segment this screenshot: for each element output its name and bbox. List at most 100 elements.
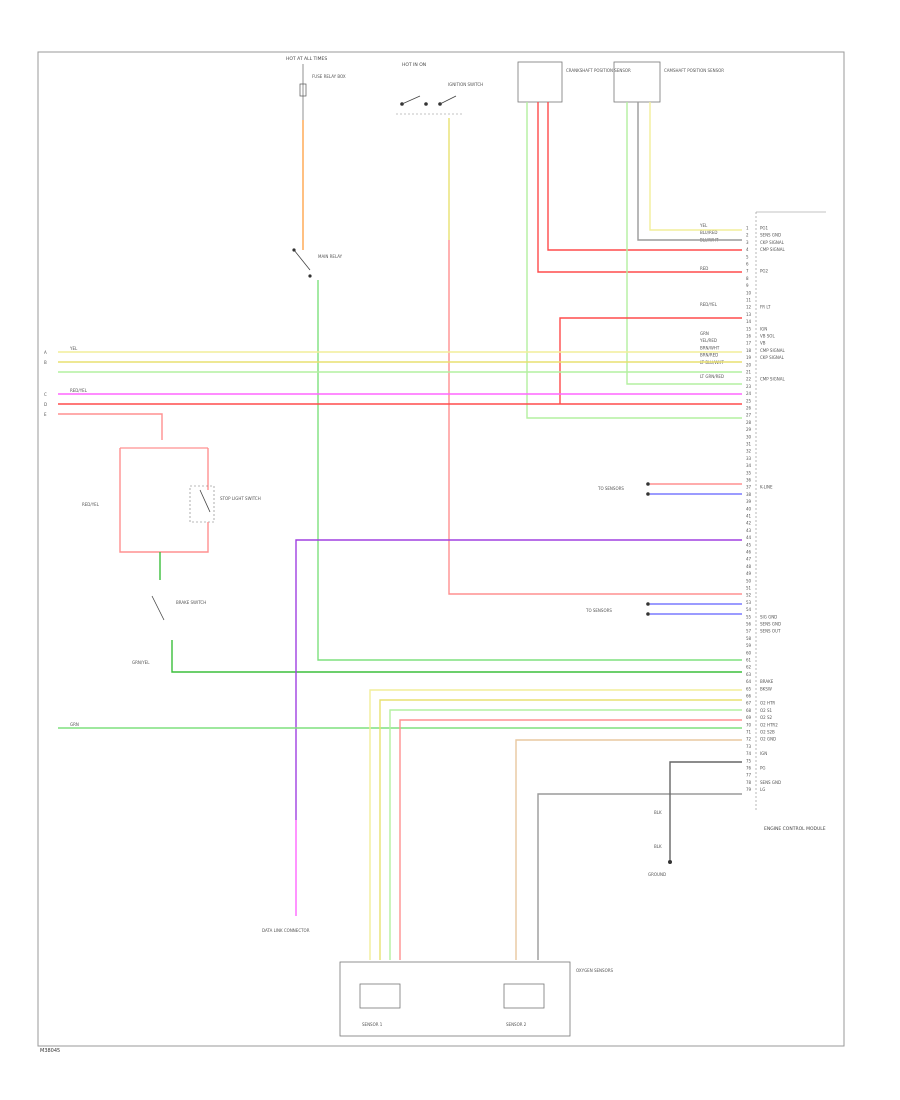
ecm-pin-name: O2 HTR (760, 701, 775, 706)
ecm-pin-number: 49 (746, 571, 752, 576)
ecm-pin-number: 56 (746, 622, 752, 627)
ecm-pin-number: 4 (746, 247, 749, 252)
ecm-pin-number: 76 (746, 766, 752, 771)
crankshaft-position-sensor: CRANKSHAFT POSITION SENSOR (517, 61, 631, 103)
ecm-pin-name: LG (760, 787, 765, 792)
wire-left-pink (58, 413, 163, 440)
ecm-pin-number: 9 (746, 283, 749, 288)
ecm-pin-name: VB (760, 341, 766, 346)
stop-light-switch-circuit: STOP LIGHT SWITCH RED/YEL (82, 447, 261, 553)
ecm-pin-number: 45 (746, 542, 752, 547)
camshaft-position-sensor: CAMSHAFT POSITION SENSOR (613, 61, 724, 103)
ecm-pin-name: O2 HTR2 (760, 722, 778, 727)
ignition-switch-label: IGNITION SWITCH (448, 82, 483, 87)
ecm-pin-number: 11 (746, 298, 752, 303)
main-relay: MAIN RELAY (292, 248, 343, 278)
ecm-wire-color-label: BLU/RED (700, 230, 717, 235)
ecm-pin-number: 68 (746, 708, 752, 713)
ecm-pin-number: 47 (746, 557, 752, 562)
ecm-pin-number: 10 (746, 290, 752, 295)
ecm-pin-number: 30 (746, 434, 752, 439)
brake-switch-circuit: BRAKE SWITCH GRN/YEL (132, 552, 742, 673)
ecm-pin-number: 14 (746, 319, 752, 324)
ecm-pin-name: SENS GND (760, 233, 781, 238)
hot-in-on-label: HOT IN ON (402, 62, 426, 68)
ecm-pin-number: 42 (746, 521, 752, 526)
ecm-pin-number: 43 (746, 528, 752, 533)
ecm-pin-number: 50 (746, 578, 752, 583)
main-relay-label: MAIN RELAY (318, 254, 343, 259)
ecm-wire-color-label: RED (700, 266, 708, 271)
ecm-wire-color-label: LT GRN/RED (700, 374, 724, 379)
ecm-pin-number: 25 (746, 398, 752, 403)
ecm-pin-name: VB SOL (760, 334, 775, 339)
ecm-pin-name: O2 S2 (760, 715, 773, 720)
ecm-pin-number: 15 (746, 326, 752, 331)
wire-o2-pink (399, 719, 742, 960)
ecm-pin-number: 34 (746, 463, 752, 468)
ecm-pin-number: 5 (746, 254, 749, 259)
hot-at-all-times-label: HOT AT ALL TIMES (286, 56, 327, 62)
ecm-pin-number: 27 (746, 413, 752, 418)
ecm-pin-number: 77 (746, 773, 752, 778)
fuse-hot-at-all-times: HOT AT ALL TIMES FUSE RELAY BOX (286, 56, 346, 120)
ecm-pin-number: 2 (746, 233, 749, 238)
left-pin-c: C (44, 392, 47, 397)
ecm-pin-name: K-LINE (760, 485, 773, 490)
wire-o2-gray (537, 793, 742, 960)
ecm-pin-number: 63 (746, 672, 752, 677)
ecm-pin-number: 78 (746, 780, 752, 785)
ecm-pin-name: PG (760, 766, 766, 771)
ecm-pin-number: 29 (746, 427, 752, 432)
ecm-pin-number: 66 (746, 694, 752, 699)
ecm-pin-number: 33 (746, 456, 752, 461)
ecm-pin-number: 35 (746, 470, 752, 475)
ground-label: GROUND (648, 872, 666, 877)
ecm-label: ENGINE CONTROL MODULE (764, 826, 826, 832)
ecm-pin-number: 21 (746, 370, 752, 375)
stop-light-switch-label: STOP LIGHT SWITCH (220, 496, 261, 501)
ecm-pin-number: 57 (746, 629, 752, 634)
ecm-pin-name: CMP SIGNAL (760, 348, 785, 353)
ecm-wire-color-label: GRN (700, 331, 709, 336)
camshaft-sensor-label: CAMSHAFT POSITION SENSOR (664, 68, 724, 73)
brake-switch-label: BRAKE SWITCH (176, 600, 206, 605)
ecm-pin-number: 26 (746, 406, 752, 411)
left-pin-b: B (44, 360, 47, 365)
oxygen-sensors: SENSOR 1 SENSOR 2 OXYGEN SENSORS (339, 961, 613, 1037)
ecm-pin-number: 46 (746, 550, 752, 555)
ecm-pin-number: 31 (746, 442, 752, 447)
ecm-pin-number: 24 (746, 391, 752, 396)
wire-cam-yellow (649, 102, 742, 231)
ecm-pin-number: 64 (746, 679, 752, 684)
ecm-pin-name: CMP SIGNAL (760, 247, 785, 252)
wire-red-relay (559, 317, 742, 404)
ignition-switch: HOT IN ON IGNITION SWITCH (396, 62, 483, 115)
ecm-pin-number: 58 (746, 636, 752, 641)
ecm-pin-number: 67 (746, 701, 752, 706)
ecm-pin-name: O2 GND (760, 737, 776, 742)
footer-code: M38045 (40, 1048, 60, 1054)
ecm-pin-number: 32 (746, 449, 752, 454)
ecm-pin-number: 28 (746, 420, 752, 425)
wire-crank-red2 (547, 102, 742, 251)
ecm-pin-number: 59 (746, 643, 752, 648)
ecm-wire-color-label: BRN/RED (700, 353, 718, 358)
ecm-pin-number: 22 (746, 377, 752, 382)
ecm-pin-name: CKP SIGNAL (760, 240, 785, 245)
ecm-pin-number: 8 (746, 276, 749, 281)
diagram-frame (37, 51, 845, 1047)
ecm-pin-number: 71 (746, 730, 752, 735)
ecm-pin-number: 36 (746, 478, 752, 483)
left-pin-d: D (44, 402, 47, 407)
ecm-pin-number: 44 (746, 535, 752, 540)
ecm-pin-number: 69 (746, 715, 752, 720)
ecm-pin-number: 52 (746, 593, 752, 598)
ecm-pin-number: 40 (746, 506, 752, 511)
ecm-pin-number: 61 (746, 658, 752, 663)
ecm-pin-name: BRAKE (760, 679, 774, 684)
ecm-pin-name: PG2 (760, 269, 769, 274)
ecm-pin-number: 16 (746, 334, 752, 339)
